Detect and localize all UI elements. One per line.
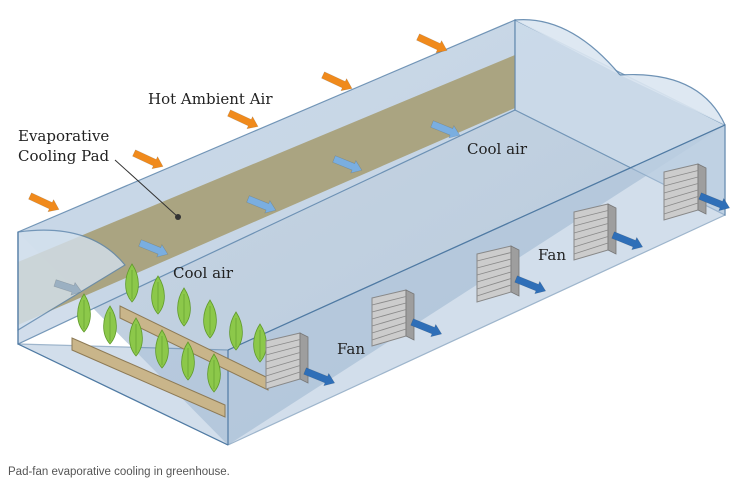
left-front-bottom bbox=[17, 343, 229, 446]
cooling-pad bbox=[18, 55, 515, 325]
hot-air-arrow bbox=[132, 149, 164, 170]
hot-air-arrow bbox=[28, 192, 60, 213]
cool-air-arrow bbox=[332, 155, 363, 174]
roof-arch-back bbox=[514, 19, 621, 76]
pad-leader-line bbox=[114, 159, 179, 218]
bench-back bbox=[119, 305, 269, 391]
exhaust-arrow bbox=[303, 367, 336, 387]
roof-arch-right bbox=[619, 73, 726, 126]
exhaust-arrow bbox=[611, 231, 644, 251]
pad-leader-dot bbox=[175, 214, 181, 220]
plant bbox=[103, 305, 117, 345]
hot-air-arrow bbox=[416, 33, 448, 54]
hot-air-arrows bbox=[28, 33, 448, 213]
exhaust-arrow bbox=[698, 192, 731, 212]
exhaust-arrow bbox=[410, 318, 443, 338]
exhaust-fan bbox=[476, 245, 520, 303]
roof-arch-left bbox=[17, 229, 126, 332]
cooling-pad-label: Evaporative Cooling Pad bbox=[18, 126, 109, 166]
plant bbox=[207, 353, 221, 393]
plant bbox=[203, 299, 217, 339]
exhaust-arrows bbox=[303, 192, 731, 387]
fans bbox=[265, 163, 707, 390]
cool-air-label-left: Cool air bbox=[173, 264, 234, 282]
hot-air-arrow bbox=[321, 71, 353, 92]
cool-air-arrow bbox=[430, 120, 461, 139]
cool-air-arrow bbox=[53, 279, 83, 296]
front-top-edge bbox=[227, 124, 726, 351]
exhaust-fan bbox=[663, 163, 707, 221]
hot-air-arrow bbox=[227, 109, 259, 130]
plant bbox=[253, 323, 267, 363]
exhaust-fan bbox=[265, 332, 309, 390]
plant bbox=[181, 341, 195, 381]
exhaust-fan bbox=[573, 203, 617, 261]
plant bbox=[155, 329, 169, 369]
plant bbox=[129, 317, 143, 357]
exhaust-arrow bbox=[514, 275, 547, 295]
fan-label-left: Fan bbox=[337, 340, 365, 358]
plant bbox=[229, 311, 243, 351]
plant bbox=[177, 287, 191, 327]
cool-air-arrow bbox=[246, 195, 277, 214]
bench-front bbox=[71, 337, 226, 418]
cool-air-arrow bbox=[138, 239, 169, 258]
hot-air-label: Hot Ambient Air bbox=[148, 90, 273, 108]
cooling-pad-label-line1: Evaporative bbox=[18, 127, 110, 145]
plant bbox=[77, 293, 91, 333]
cool-air-label-top: Cool air bbox=[467, 140, 528, 158]
plants bbox=[77, 263, 267, 393]
plant bbox=[151, 275, 165, 315]
fan-label-right: Fan bbox=[538, 246, 566, 264]
exhaust-fan bbox=[371, 289, 415, 347]
plant bbox=[125, 263, 139, 303]
cool-air-arrows bbox=[53, 120, 461, 296]
cooling-pad-label-line2: Cooling Pad bbox=[18, 147, 110, 165]
figure-caption: Pad-fan evaporative cooling in greenhous… bbox=[8, 466, 230, 478]
